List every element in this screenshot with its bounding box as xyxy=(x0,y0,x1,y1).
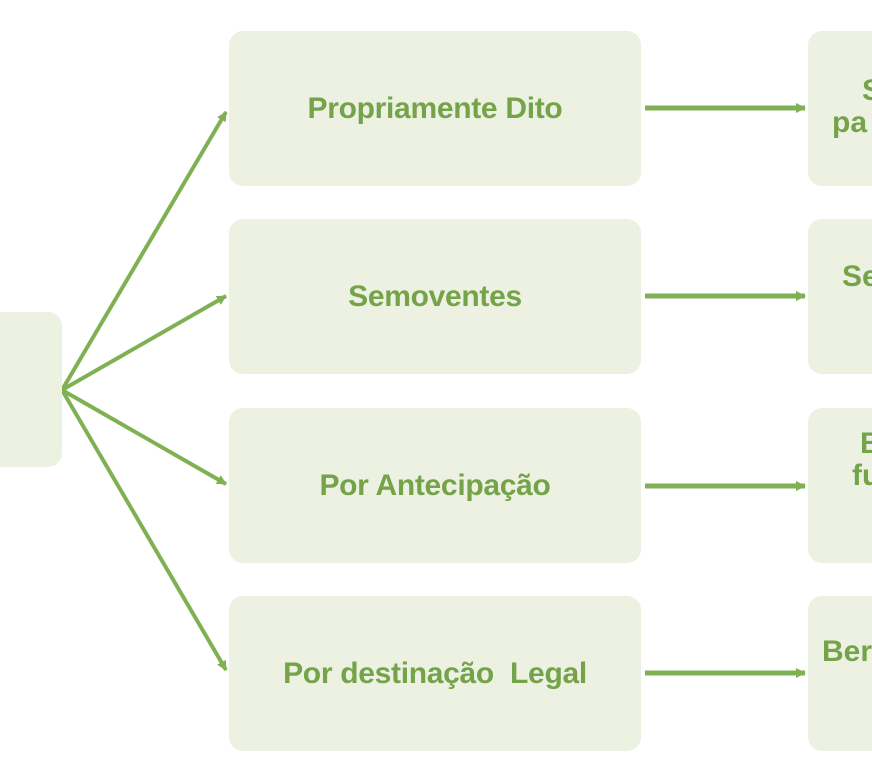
detail-line: pa xyxy=(832,106,868,139)
fan-arrow-2 xyxy=(61,294,227,392)
detail-line: Se xyxy=(842,260,872,293)
category-node-por-destinacao-legal: Por destinação Legal xyxy=(229,596,641,751)
detail-line: fu xyxy=(852,459,872,492)
category-label: Por destinação Legal xyxy=(283,656,587,690)
category-node-por-antecipacao: Por Antecipação xyxy=(229,408,641,563)
fan-arrow-3 xyxy=(61,388,227,486)
category-node-propriamente-dito: Propriamente Dito xyxy=(229,31,641,186)
detail-node-3: B fu xyxy=(808,408,872,563)
detail-line: l xyxy=(870,293,872,325)
detail-line: B xyxy=(860,427,872,460)
category-label: Por Antecipação xyxy=(319,468,551,502)
detail-node-1: S pa xyxy=(808,31,872,186)
detail-node-2: Se l xyxy=(808,219,872,374)
detail-line: S xyxy=(822,75,872,107)
detail-line: Ber xyxy=(822,635,872,668)
fan-arrow-1 xyxy=(60,110,228,392)
fan-arrow-4 xyxy=(60,388,228,672)
category-label: Semoventes xyxy=(348,279,522,313)
category-label: Propriamente Dito xyxy=(307,91,563,125)
source-node xyxy=(0,312,62,467)
category-node-semoventes: Semoventes xyxy=(229,219,641,374)
detail-node-4: Ber xyxy=(808,596,872,751)
